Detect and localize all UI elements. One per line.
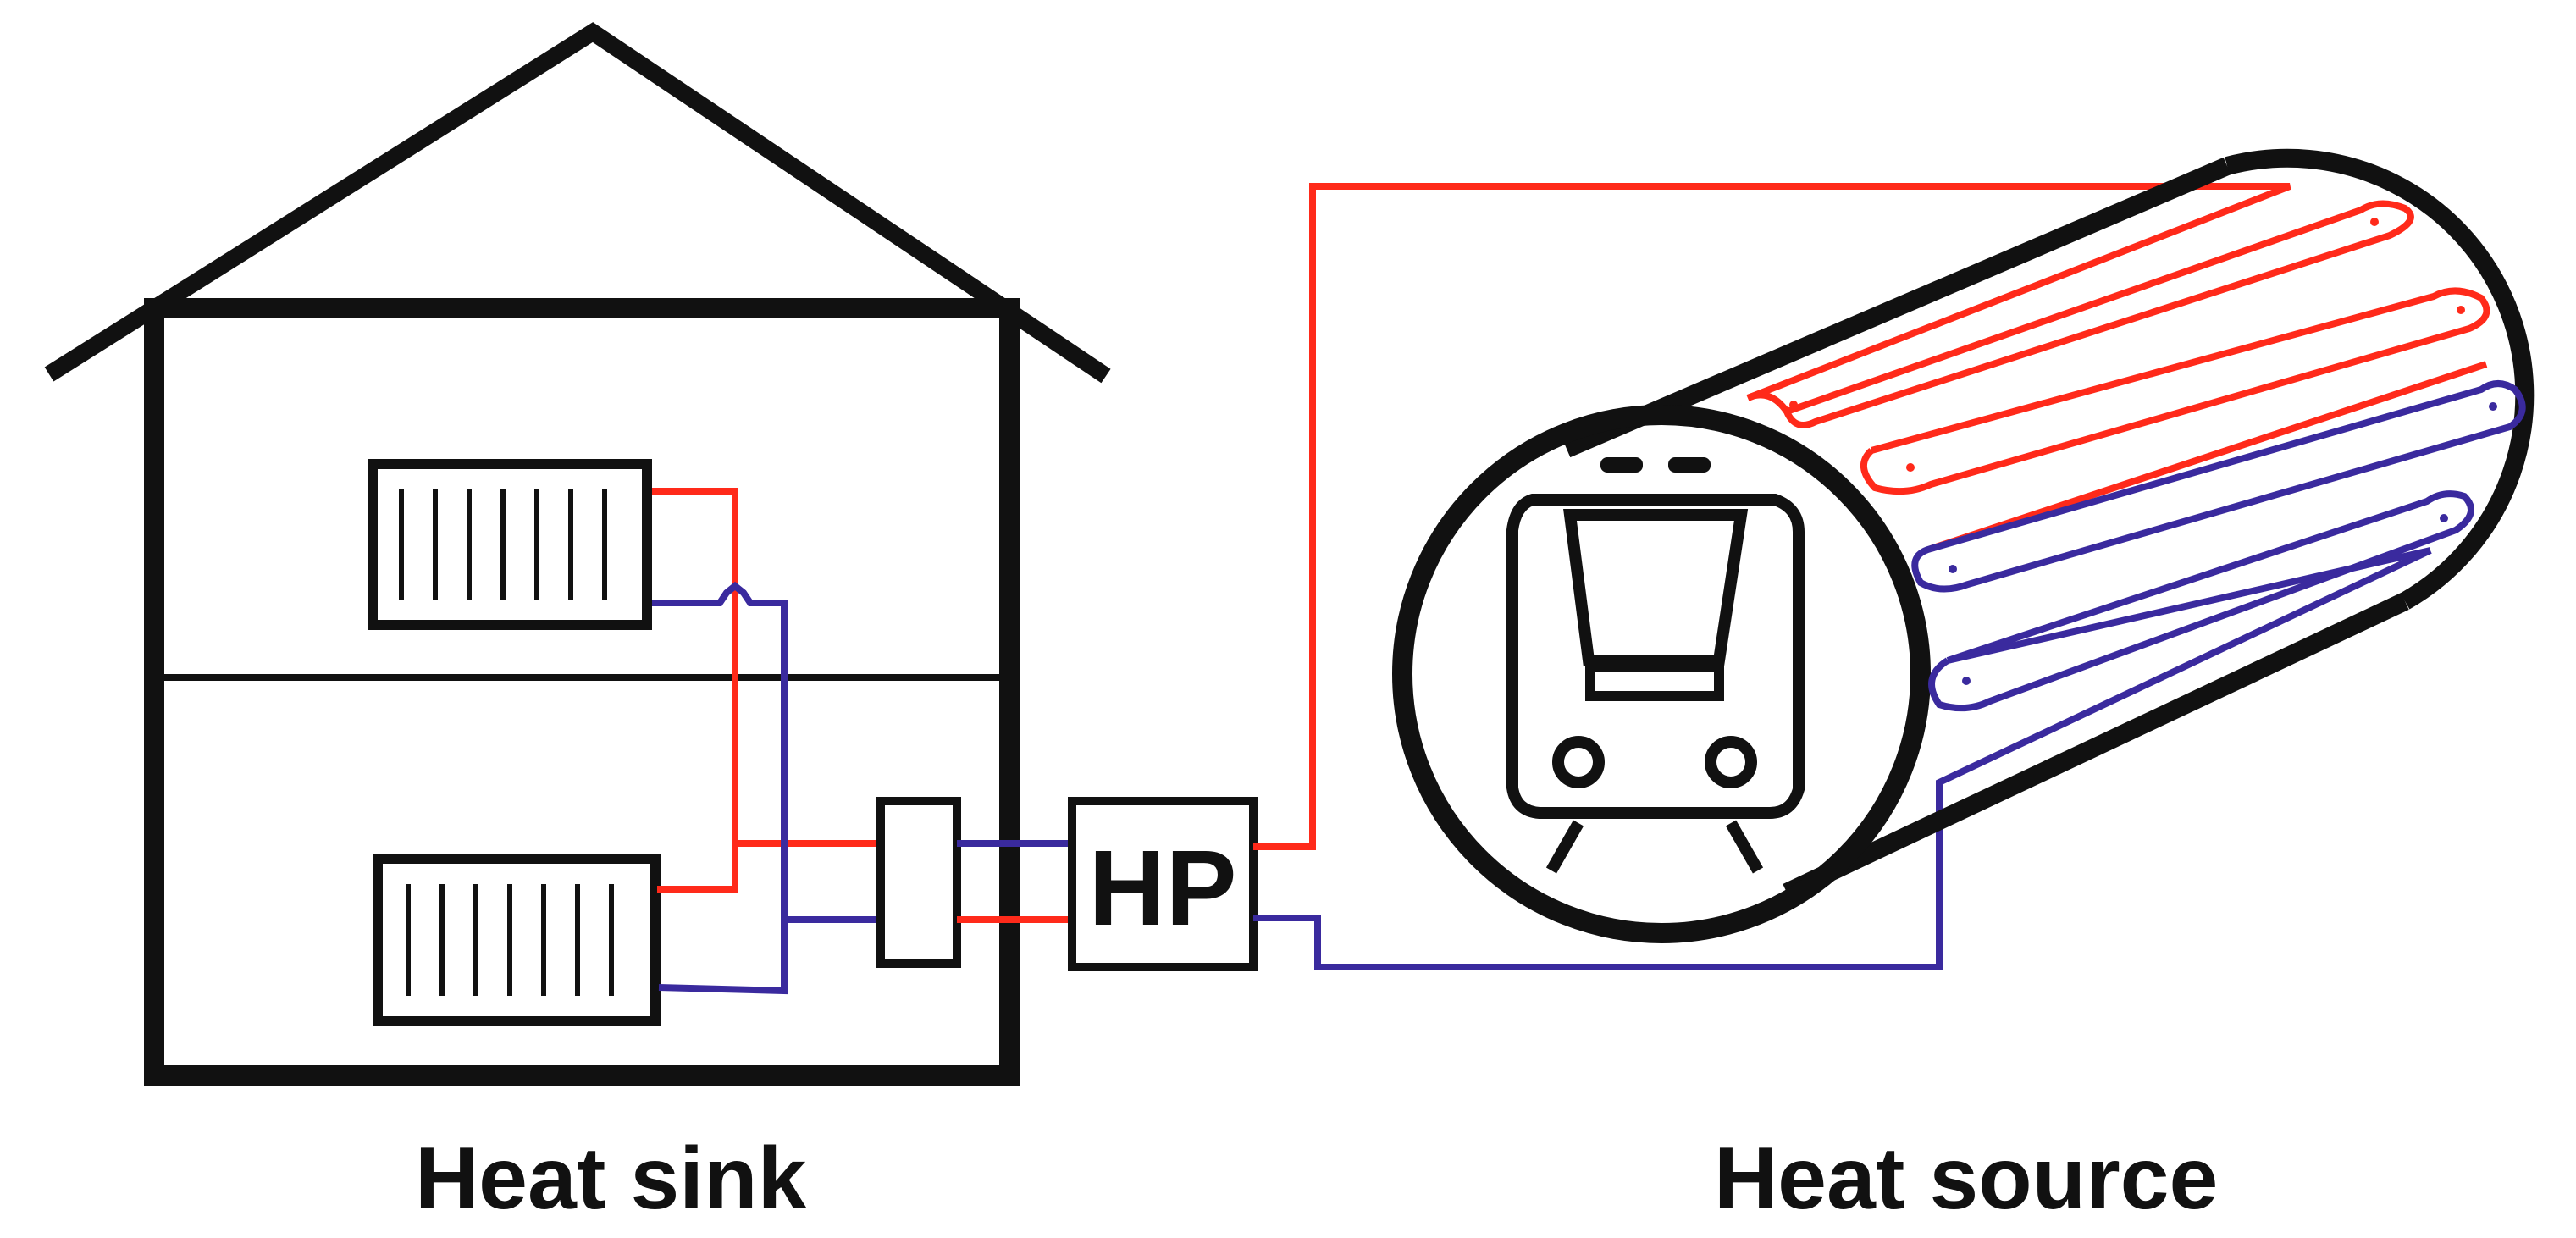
ground-loop-hot xyxy=(1746,200,2490,552)
heat-source-caption: Heat source xyxy=(1714,1130,2219,1228)
tunnel-end-arc xyxy=(2225,148,2535,610)
radiator-lower-fins xyxy=(406,884,614,996)
radiator-upper xyxy=(368,459,652,630)
tunnel-top-edge xyxy=(1562,157,2231,458)
heat-pump-box: HP xyxy=(1068,797,1258,971)
train-icon xyxy=(1506,457,1805,874)
radiator-upper-fins xyxy=(399,489,607,600)
house-walls xyxy=(144,298,1020,1086)
tunnel-mouth xyxy=(1392,405,1931,943)
ground-loop-cold xyxy=(1911,380,2526,712)
train-light-right xyxy=(1668,457,1711,473)
house-roof xyxy=(44,22,1111,384)
heat-exchanger-icon xyxy=(876,797,961,968)
train-headlight-left xyxy=(1552,736,1605,788)
train-light-left xyxy=(1600,457,1643,473)
train-windshield xyxy=(1563,509,1749,666)
tunnel-icon xyxy=(1392,148,2535,943)
train-wheel-left xyxy=(1545,820,1584,874)
cold-pipe-source xyxy=(1253,547,2432,970)
hot-pipe-source xyxy=(1253,183,2291,850)
radiator-lower xyxy=(373,854,661,1026)
train-bumper xyxy=(1585,662,1724,701)
train-wheel-right xyxy=(1725,820,1764,874)
train-body xyxy=(1506,494,1805,819)
ground-loop-dots xyxy=(1789,218,2497,685)
train-headlight-right xyxy=(1705,736,1757,788)
tunnel-bottom-edge xyxy=(1783,593,2409,901)
cold-pipe-house xyxy=(652,581,881,995)
heat-pump-label: HP xyxy=(1088,828,1236,948)
heat-sink-caption: Heat sink xyxy=(415,1130,807,1228)
hot-pipe-house xyxy=(652,488,881,893)
house-icon xyxy=(44,22,1111,1086)
radiator-icon xyxy=(368,459,661,1026)
